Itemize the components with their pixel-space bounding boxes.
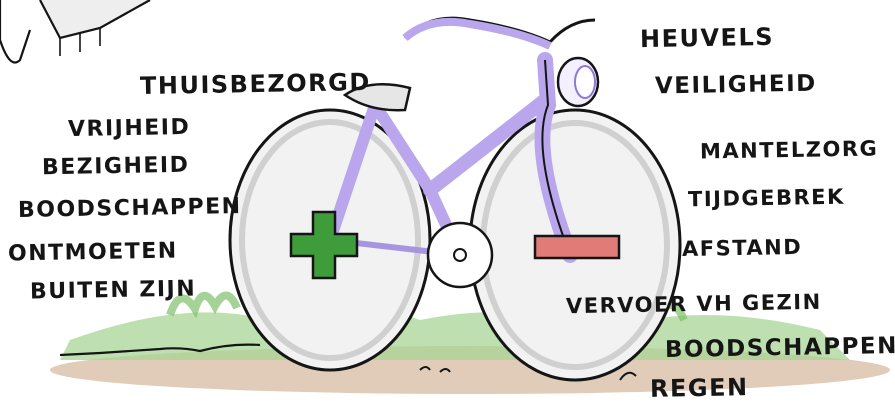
- minus-sign: [533, 234, 621, 260]
- label-ontmoeten: ONTMOETEN: [7, 238, 178, 267]
- label-boodschappen-right: BOODSCHAPPEN: [664, 332, 895, 364]
- label-vervoer-vh-gezin: VERVOER VH GEZIN: [565, 289, 822, 319]
- label-regen: REGEN: [649, 373, 749, 403]
- label-veiligheid: VEILIGHEID: [654, 70, 817, 100]
- plus-sign: [289, 210, 359, 280]
- corner-sketch: [0, 0, 151, 64]
- chainring: [426, 221, 494, 289]
- headlight: [556, 56, 600, 108]
- saddle: [342, 83, 412, 112]
- label-mantelzorg: MANTELZORG: [699, 136, 879, 164]
- label-boodschappen-left: BOODSCHAPPEN: [17, 194, 242, 223]
- label-tijdgebrek: TIJDGEBREK: [687, 184, 845, 212]
- label-thuisbezorgd: THUISBEZORGD: [139, 67, 371, 101]
- label-heuvels: HEUVELS: [639, 22, 775, 54]
- label-bezigheid: BEZIGHEID: [41, 152, 190, 181]
- label-buiten-zijn: BUITEN ZIJN: [29, 276, 197, 305]
- label-afstand: AFSTAND: [681, 234, 803, 262]
- label-vrijheid: VRIJHEID: [67, 114, 191, 143]
